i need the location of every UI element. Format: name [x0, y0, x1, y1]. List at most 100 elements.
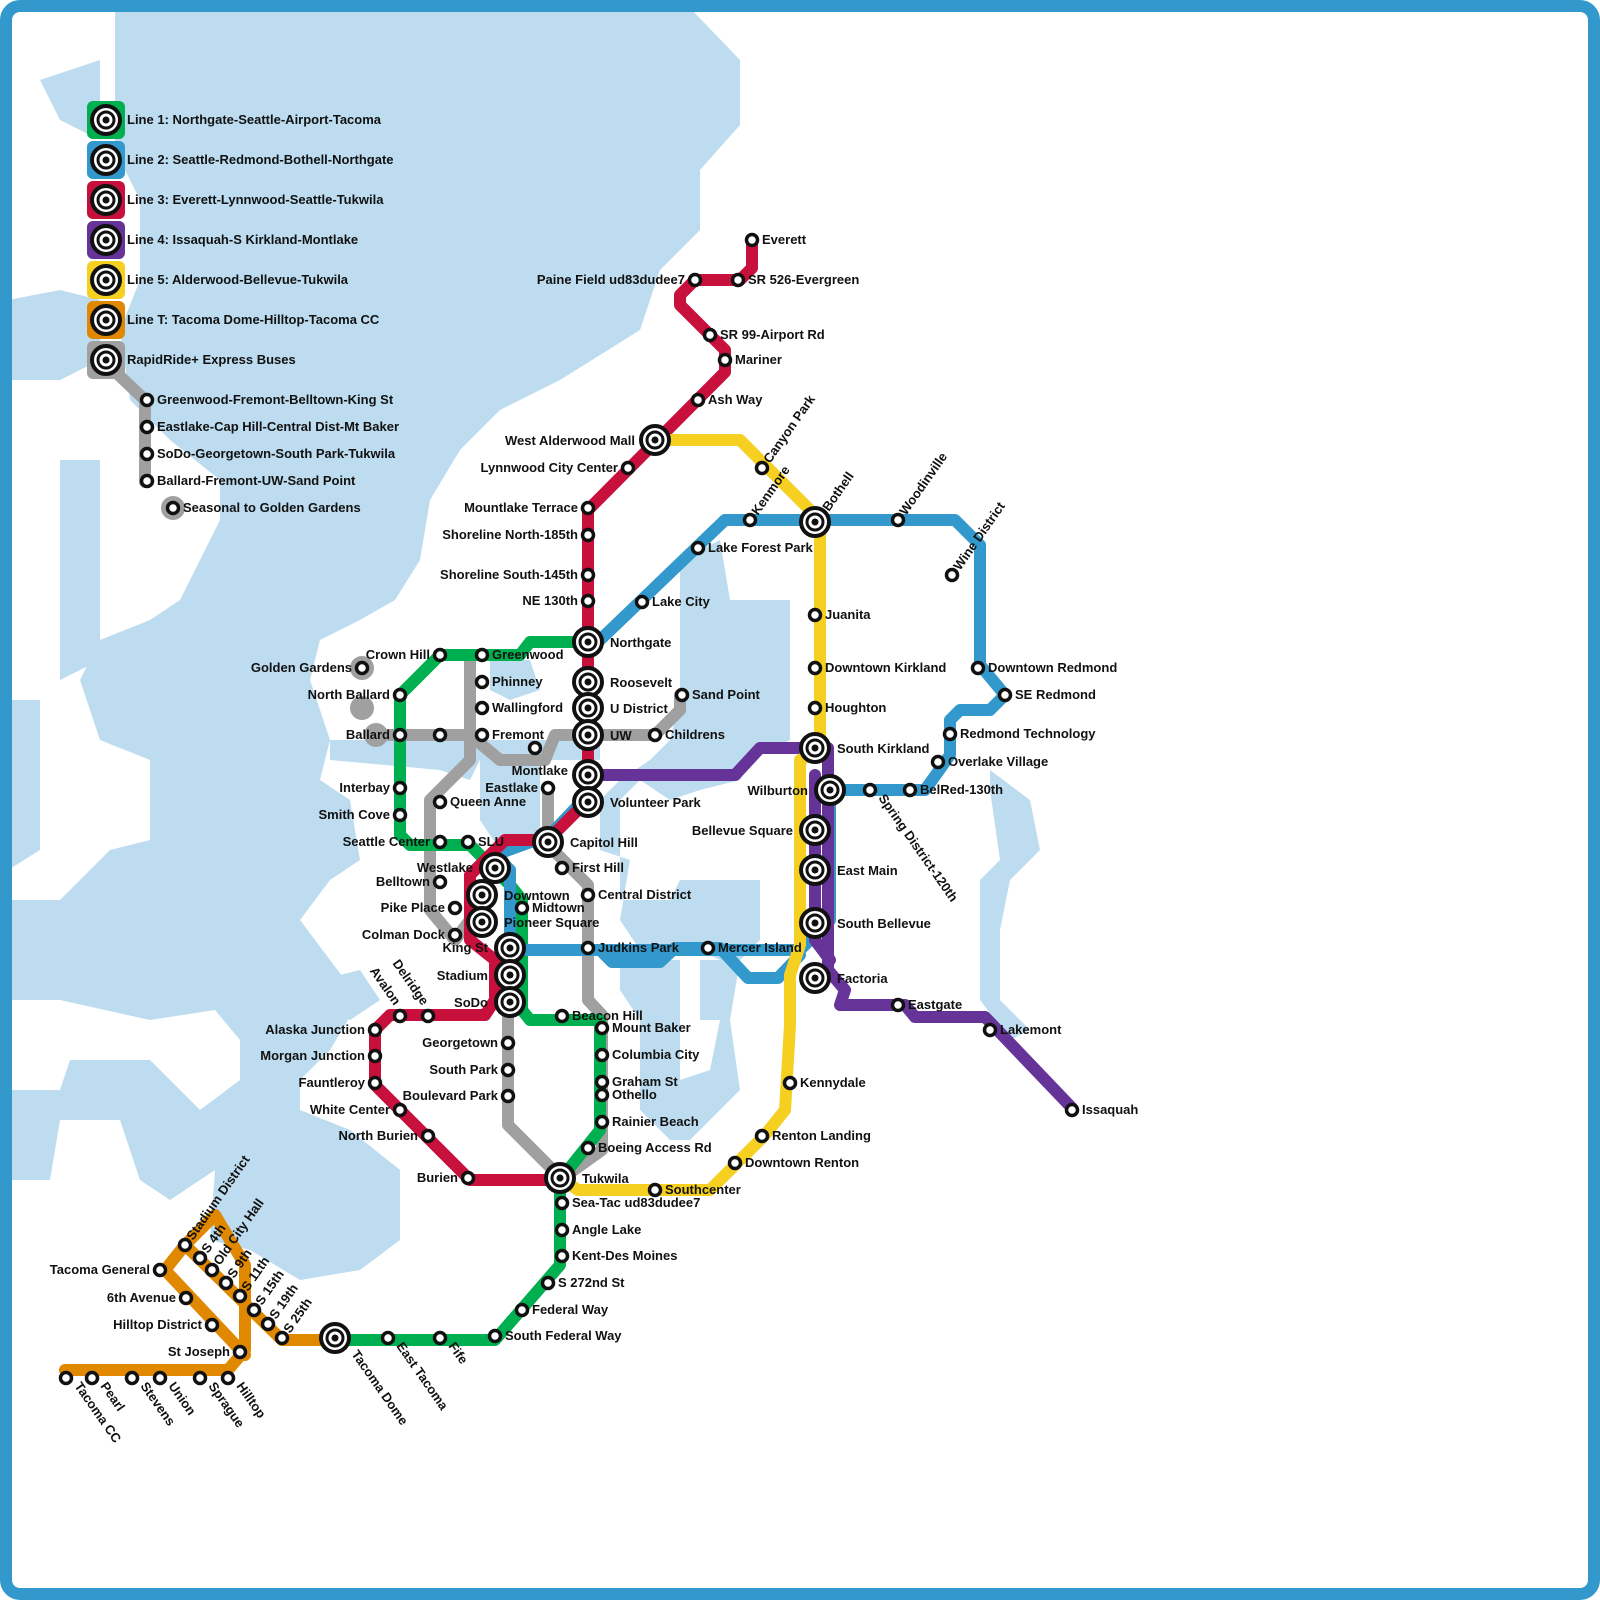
station-label-renlanding: Renton Landing [772, 1128, 871, 1143]
stop-morgan [367, 1048, 383, 1064]
stop-fremont [474, 727, 490, 743]
stop-s25th [274, 1330, 290, 1346]
station-label-ashway: Ash Way [708, 392, 763, 407]
station-label-queenanne: Queen Anne [450, 794, 526, 809]
stop-angle [554, 1222, 570, 1238]
stop-dtrenton [727, 1155, 743, 1171]
stop-seattlecenter [432, 834, 448, 850]
stop-etacoma [380, 1330, 396, 1346]
stop-sr99 [702, 327, 718, 343]
bus-stop-ballard-halo-b [364, 723, 388, 747]
stop-boulevard [500, 1088, 516, 1104]
hub-montlake-dot [584, 771, 592, 779]
station-label-issaquah: Issaquah [1082, 1102, 1138, 1117]
station-label-whitecenter: White Center [310, 1102, 390, 1117]
bus-route-label-0: Greenwood-Fremont-Belltown-King St [157, 392, 394, 407]
station-label-montlake: Montlake [512, 763, 568, 778]
stop-wine [944, 567, 960, 583]
station-label-bsquare: Bellevue Square [692, 823, 793, 838]
station-label-juanita: Juanita [825, 607, 871, 622]
station-label-slu: SLU [478, 834, 504, 849]
station-label-goldengardens: Golden Gardens [251, 660, 352, 675]
stop-southcenter [647, 1182, 663, 1198]
station-label-judkins: Judkins Park [598, 940, 680, 955]
stop-smithcove [392, 807, 408, 823]
stop-colman [447, 927, 463, 943]
stop-dtredmond [970, 660, 986, 676]
station-label-alderwood: West Alderwood Mall [505, 433, 635, 448]
stop-belltown [432, 874, 448, 890]
station-label-factoria: Factoria [837, 971, 888, 986]
station-label-mercer: Mercer Island [718, 940, 802, 955]
stop-sr526 [730, 272, 746, 288]
stop-ss145 [580, 567, 596, 583]
stop-lakemont [982, 1022, 998, 1038]
station-label-hilltopdist: Hilltop District [113, 1317, 203, 1332]
station-label-bothell: Bothell [819, 469, 857, 514]
bus-route-stop-0 [139, 392, 155, 408]
station-label-spring: Spring District-120th [876, 791, 962, 904]
station-label-udistrict: U District [610, 701, 668, 716]
stop-union [152, 1370, 168, 1386]
stop-childrens [647, 727, 663, 743]
hub-alderwood-dot [651, 436, 659, 444]
stop-s11th [232, 1288, 248, 1304]
hub-caphill-dot [544, 838, 552, 846]
stop-midtown [514, 900, 530, 916]
station-label-alaska: Alaska Junction [265, 1022, 365, 1037]
stop-goldengardens [354, 660, 370, 676]
stop-sn185 [580, 527, 596, 543]
stop-columbia [594, 1047, 610, 1063]
stop-kenmore [742, 512, 758, 528]
commencement-bay-water [230, 1130, 300, 1220]
stop-central [580, 887, 596, 903]
hub-tukwila-dot [556, 1174, 564, 1182]
station-label-volunteer: Volunteer Park [610, 795, 702, 810]
station-label-houghton: Houghton [825, 700, 886, 715]
station-label-kingst: King St [443, 940, 489, 955]
puget-sound-water [8, 8, 740, 1280]
hub-volunteer-dot [584, 798, 592, 806]
legend-hub-dot-5 [102, 316, 110, 324]
stop-queenanne [432, 794, 448, 810]
stop-wallingford [474, 700, 490, 716]
station-label-kennydale: Kennydale [800, 1075, 866, 1090]
stop-paine [687, 272, 703, 288]
stop-alaska [367, 1022, 383, 1038]
stop-overlake [930, 754, 946, 770]
bus-route-stop-1 [139, 419, 155, 435]
stop-othello [594, 1087, 610, 1103]
stop-slu [460, 834, 476, 850]
stop-tacgen [152, 1262, 168, 1278]
hub-bsquare-dot [811, 826, 819, 834]
station-label-everett: Everett [762, 232, 807, 247]
stop-s4th [192, 1250, 208, 1266]
station-label-dtkirkland: Downtown Kirkland [825, 660, 946, 675]
bus-route-label-4: Seasonal to Golden Gardens [183, 500, 361, 515]
stop-beacon [554, 1008, 570, 1024]
station-label-sn185: Shoreline North-185th [442, 527, 578, 542]
stop-ne130 [580, 593, 596, 609]
stop-houghton [807, 700, 823, 716]
lake-union-water [480, 760, 540, 850]
station-label-greenwood: Greenwood [492, 647, 564, 662]
stop-boeing [580, 1140, 596, 1156]
stop-hilltopdist [204, 1317, 220, 1333]
station-label-beacon: Beacon Hill [572, 1008, 643, 1023]
stop-fedway [514, 1302, 530, 1318]
mercer-island-gap-water [700, 960, 720, 1020]
station-label-etacoma: East Tacoma [394, 1339, 452, 1413]
hub-sbellevue-dot [811, 919, 819, 927]
station-label-eastlake: Eastlake [485, 780, 538, 795]
station-label-ss145: Shoreline South-145th [440, 567, 578, 582]
station-label-caphill: Capitol Hill [570, 835, 638, 850]
stop-sfedway [487, 1328, 503, 1344]
stop-mlt [580, 500, 596, 516]
stop-interbay [392, 780, 408, 796]
lake-sammamish-water [980, 770, 1040, 1040]
hub-skirkland-dot [811, 744, 819, 752]
stop-seatac [554, 1195, 570, 1211]
station-label-dtredmond: Downtown Redmond [988, 660, 1117, 675]
